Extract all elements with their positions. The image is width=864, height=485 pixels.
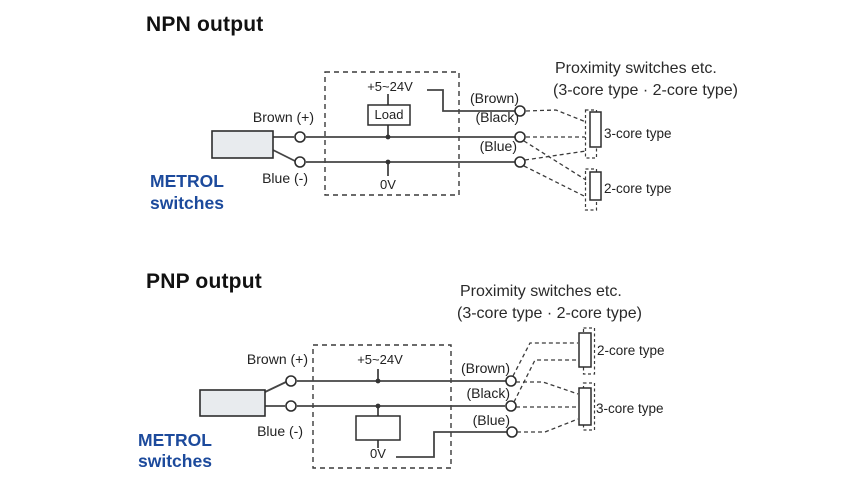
- npn-brand-line2: switches: [150, 193, 224, 213]
- pnp-connector-links: [512, 342, 579, 433]
- npn-brown-plus-label: Brown (+): [252, 109, 314, 125]
- npn-metrol-switch-body: [211, 130, 274, 159]
- pnp-brand-line1: METROL: [138, 430, 212, 450]
- pnp-junction-dot: [375, 378, 381, 384]
- npn-junction-dot: [385, 159, 391, 165]
- npn-load-box: [367, 104, 411, 126]
- pnp-title: PNP output: [146, 270, 262, 293]
- npn-circuit: [211, 71, 602, 211]
- npn-connector-links: [523, 109, 587, 198]
- pnp-3core-type-label: 3-core type: [596, 401, 664, 416]
- pnp-2core-connector-icon: [578, 327, 596, 375]
- pnp-brown-plus-label: Brown (+): [246, 351, 308, 367]
- pnp-cable-blue-label: (Blue): [472, 412, 510, 428]
- pnp-load-box: [355, 415, 401, 441]
- npn-heading-line2: (3-core type · 2-core type): [553, 82, 738, 99]
- pnp-wires: [264, 369, 507, 458]
- pnp-terminals: [285, 375, 518, 438]
- npn-supply-voltage-label: +5~24V: [367, 79, 413, 94]
- npn-terminals: [294, 105, 526, 168]
- npn-heading-line1: Proximity switches etc.: [555, 60, 717, 77]
- pnp-brand-line2: switches: [138, 451, 212, 471]
- pnp-supply-voltage-label: +5~24V: [357, 352, 403, 367]
- npn-blue-minus-label: Blue (-): [262, 170, 308, 186]
- npn-ground-label: 0V: [380, 177, 396, 192]
- npn-brand-line1: METROL: [150, 171, 224, 191]
- npn-3core-type-label: 3-core type: [604, 126, 672, 141]
- pnp-2core-type-label: 2-core type: [597, 343, 665, 358]
- pnp-blue-minus-label: Blue (-): [257, 423, 303, 439]
- npn-3core-connector-icon: [584, 109, 602, 159]
- pnp-junction-dot: [375, 403, 381, 409]
- npn-cable-blue-label: (Blue): [479, 138, 517, 154]
- npn-cable-brown-label: (Brown): [469, 90, 519, 106]
- pnp-metrol-switch-body: [199, 389, 266, 417]
- pnp-3core-connector-icon: [578, 382, 596, 431]
- npn-wires: [272, 89, 515, 176]
- npn-title: NPN output: [146, 13, 264, 36]
- npn-2core-connector-icon: [584, 168, 602, 211]
- pnp-heading-line1: Proximity switches etc.: [460, 283, 622, 300]
- npn-load-label: Load: [374, 107, 404, 122]
- pnp-heading-line2: (3-core type · 2-core type): [457, 305, 642, 322]
- npn-2core-type-label: 2-core type: [604, 181, 672, 196]
- npn-cable-black-label: (Black): [475, 109, 519, 125]
- npn-supply-dashed-box: [324, 71, 460, 196]
- pnp-circuit: [199, 327, 596, 469]
- npn-junction-dot: [385, 134, 391, 140]
- pnp-cable-black-label: (Black): [466, 385, 510, 401]
- pnp-cable-brown-label: (Brown): [460, 360, 510, 376]
- pnp-ground-label: 0V: [370, 446, 386, 461]
